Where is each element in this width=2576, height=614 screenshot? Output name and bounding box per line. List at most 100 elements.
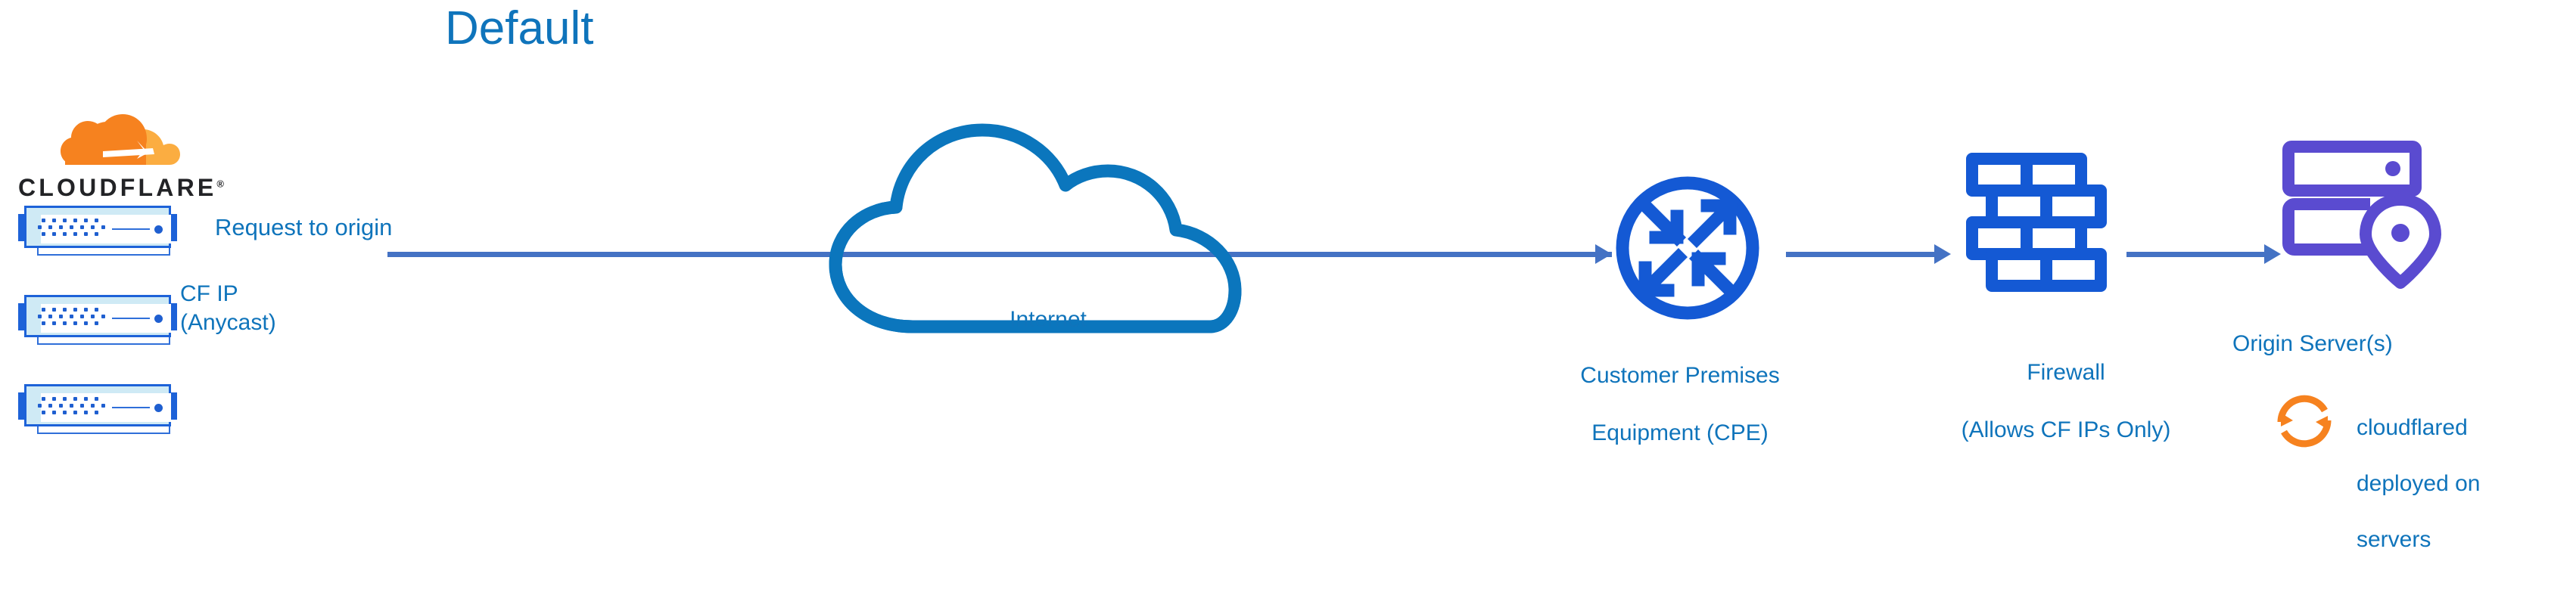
edge-server-unit-1 — [18, 206, 177, 256]
server-port-dot — [63, 308, 67, 312]
server-shadow — [37, 425, 170, 434]
server-port-dot — [101, 404, 105, 408]
server-port-dot — [42, 219, 45, 222]
server-port-dot — [91, 315, 95, 318]
server-port-dot — [70, 315, 73, 318]
server-port-dot — [59, 315, 63, 318]
server-indicator-line — [112, 228, 150, 230]
server-port-dot — [42, 411, 45, 414]
server-left-tab — [18, 214, 26, 241]
server-faceplate — [41, 215, 171, 243]
server-port-dot — [42, 232, 45, 236]
router-icon — [1616, 176, 1759, 320]
server-right-tab — [169, 303, 177, 330]
server-port-dot — [63, 219, 67, 222]
server-port-dot — [95, 219, 98, 222]
server-port-dot — [95, 308, 98, 312]
server-port-dot — [52, 397, 56, 401]
server-port-dot — [59, 225, 63, 229]
server-port-dot — [52, 232, 56, 236]
server-left-tab — [18, 392, 26, 420]
cloudflared-label-line-1: cloudflared — [2357, 415, 2468, 440]
server-port-dot — [73, 232, 77, 236]
cloudflared-label-line-2: deployed on — [2357, 471, 2481, 496]
server-port-dot — [95, 411, 98, 414]
server-port-dot — [52, 308, 56, 312]
server-port-dot — [63, 232, 67, 236]
cf-ip-label: CF IP (Anycast) — [180, 280, 276, 337]
server-port-dot — [52, 219, 56, 222]
server-port-dot — [63, 321, 67, 325]
server-indicator-line — [112, 318, 150, 319]
server-shadow — [37, 247, 170, 256]
cloudflared-label-line-3: servers — [2357, 527, 2431, 552]
request-to-origin-label: Request to origin — [215, 214, 393, 240]
cloudflare-wordmark-text: CLOUDFLARE — [18, 174, 217, 201]
edge-server-unit-2 — [18, 295, 177, 345]
server-chassis — [24, 384, 171, 426]
registered-mark: ® — [216, 178, 225, 190]
server-port-dot — [84, 219, 88, 222]
server-port-dot — [95, 321, 98, 325]
server-status-light — [154, 315, 163, 323]
arrow-firewall-to-origin-head — [2264, 244, 2281, 264]
server-port-dot — [42, 308, 45, 312]
cpe-label-line-1: Customer Premises — [1580, 363, 1780, 388]
server-port-dot — [42, 397, 45, 401]
server-port-dot — [84, 397, 88, 401]
server-port-dot — [84, 308, 88, 312]
cf-ip-line-1: CF IP — [180, 281, 238, 306]
server-port-dot — [48, 404, 52, 408]
arrow-edge-to-cpe-head — [1595, 244, 1612, 264]
server-indicator-line — [112, 407, 150, 408]
server-right-tab — [169, 214, 177, 241]
arrow-firewall-to-origin-line — [2126, 252, 2267, 257]
server-port-dot — [38, 225, 42, 229]
server-port-dot — [73, 321, 77, 325]
server-port-dot — [63, 397, 67, 401]
cpe-label-line-2: Equipment (CPE) — [1591, 420, 1769, 445]
cloudflare-logo: CLOUDFLARE® — [18, 106, 224, 206]
server-chassis — [24, 295, 171, 337]
cpe-label: Customer Premises Equipment (CPE) — [1506, 333, 1854, 476]
server-port-dot — [80, 404, 84, 408]
brick-wall-icon — [1966, 153, 2107, 292]
server-port-dot — [70, 404, 73, 408]
server-port-dot — [84, 321, 88, 325]
firewall-label: Firewall (Allows CF IPs Only) — [1839, 330, 2293, 473]
cloudflared-label: cloudflared deployed on servers — [2357, 386, 2576, 581]
server-port-dot — [38, 315, 42, 318]
server-port-dot — [84, 232, 88, 236]
server-left-tab — [18, 303, 26, 330]
server-port-dot — [73, 219, 77, 222]
server-port-dot — [80, 225, 84, 229]
server-status-light — [154, 225, 163, 234]
server-port-dot — [73, 308, 77, 312]
origin-server-label: Origin Server(s) — [2232, 331, 2393, 356]
server-right-tab — [169, 392, 177, 420]
server-port-dot — [95, 232, 98, 236]
server-chassis — [24, 206, 171, 248]
server-port-dot — [91, 404, 95, 408]
page-title: Default — [445, 2, 594, 54]
server-port-dot — [52, 411, 56, 414]
server-port-dot — [52, 321, 56, 325]
server-port-dot — [48, 315, 52, 318]
server-port-dot — [91, 225, 95, 229]
cloudflare-cloud-logo-icon — [61, 114, 180, 165]
server-port-dot — [84, 411, 88, 414]
server-port-dot — [101, 315, 105, 318]
server-port-dot — [59, 404, 63, 408]
server-shadow — [37, 336, 170, 345]
server-port-dot — [63, 411, 67, 414]
server-faceplate — [41, 304, 171, 333]
server-port-dot — [101, 225, 105, 229]
firewall-label-line-1: Firewall — [2027, 360, 2105, 385]
server-port-dot — [73, 397, 77, 401]
server-port-dot — [95, 397, 98, 401]
server-port-dot — [42, 321, 45, 325]
server-port-dot — [48, 225, 52, 229]
firewall-label-line-2: (Allows CF IPs Only) — [1961, 417, 2171, 442]
server-rack-location-pin-icon — [2282, 141, 2441, 289]
